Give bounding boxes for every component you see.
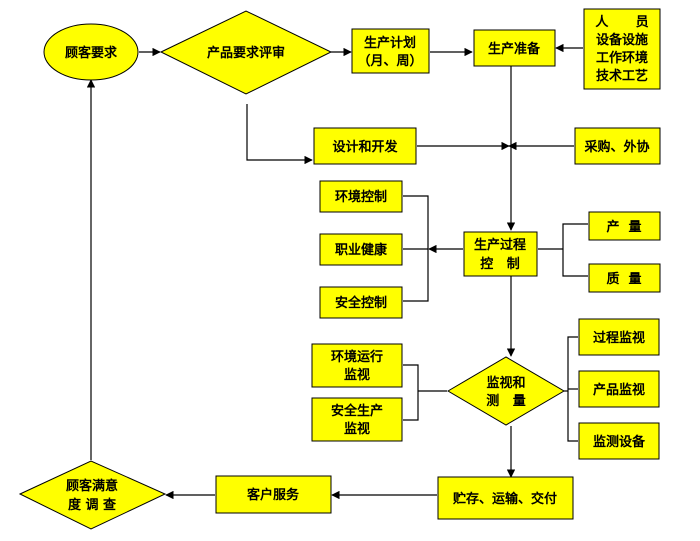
node-monitoring-equipment: 监测设备 (578, 422, 660, 460)
production-plan-label-2: （月、周） (357, 53, 422, 69)
node-product-monitoring: 产品监视 (578, 370, 660, 408)
storage-transport-delivery-label: 贮存、运输、交付 (452, 491, 557, 507)
bracket-outputs (562, 223, 588, 277)
product-monitoring-label: 产品监视 (593, 382, 645, 398)
node-production-plan: 生产计划 （月、周） (351, 28, 430, 74)
node-occupational-health: 职业健康 (319, 233, 403, 266)
node-process-monitoring: 过程监视 (578, 318, 660, 356)
safety-production-monitoring-label-2: 监视 (344, 421, 370, 437)
monitoring-measurement-label-2: 测 量 (486, 393, 526, 409)
production-prep-label: 生产准备 (488, 41, 541, 57)
node-design-development: 设计和开发 (313, 127, 417, 165)
env-operation-monitoring-label-1: 环境运行 (331, 349, 383, 365)
resources-label-1: 人 员 (595, 14, 648, 30)
node-storage-transport-delivery: 贮存、运输、交付 (437, 476, 574, 520)
monitoring-equipment-label: 监测设备 (593, 434, 646, 450)
satisfaction-survey-label-2: 度 调 查 (68, 497, 117, 513)
node-customer-requirements: 顾客要求 (43, 23, 139, 81)
node-resources: 人 员 设备设施 工作环境 技术工艺 (583, 8, 661, 90)
procurement-label: 采购、外协 (583, 139, 649, 155)
node-quality: 质 量 (588, 263, 661, 293)
safety-production-monitoring-label-1: 安全生产 (331, 403, 383, 419)
design-development-label: 设计和开发 (332, 139, 398, 155)
environmental-control-label: 环境控制 (335, 189, 387, 205)
node-product-requirement-review: 产品要求评审 (159, 10, 333, 95)
process-control-label-1: 生产过程 (474, 237, 526, 253)
node-production-prep: 生产准备 (473, 29, 556, 67)
node-output: 产 量 (588, 211, 661, 241)
product-requirement-review-label: 产品要求评审 (207, 45, 285, 61)
safety-control-label: 安全控制 (335, 295, 387, 311)
resources-label-2: 设备设施 (596, 32, 648, 48)
customer-service-label: 客户服务 (247, 487, 300, 503)
node-environmental-control: 环境控制 (319, 180, 403, 213)
node-safety-control: 安全控制 (319, 286, 403, 319)
production-plan-label-1: 生产计划 (364, 35, 416, 51)
edge-review-to-design (246, 104, 313, 165)
output-label: 产 量 (606, 219, 641, 235)
node-monitoring-measurement: 监视和 测 量 (447, 356, 565, 426)
resources-label-4: 技术工艺 (596, 68, 648, 84)
node-satisfaction-survey: 顾客满意 度 调 查 (18, 460, 167, 530)
quality-label: 质 量 (606, 271, 641, 287)
customer-requirements-label: 顾客要求 (65, 45, 118, 61)
occupational-health-label: 职业健康 (335, 242, 388, 258)
connectors (86, 43, 588, 500)
node-customer-service: 客户服务 (215, 475, 332, 514)
node-procurement: 采购、外协 (574, 127, 661, 165)
resources-label-3: 工作环境 (596, 50, 648, 66)
env-operation-monitoring-label-2: 监视 (344, 367, 370, 383)
node-env-operation-monitoring: 环境运行 监视 (311, 343, 403, 388)
bracket-monitoring (403, 364, 419, 421)
node-safety-production-monitoring: 安全生产 监视 (311, 397, 403, 442)
process-monitoring-label: 过程监视 (593, 330, 645, 346)
monitoring-measurement-label-1: 监视和 (486, 375, 525, 391)
satisfaction-survey-label-1: 顾客满意 (66, 478, 118, 494)
process-control-label-2: 控 制 (480, 256, 520, 272)
node-process-control: 生产过程 控 制 (463, 231, 538, 277)
